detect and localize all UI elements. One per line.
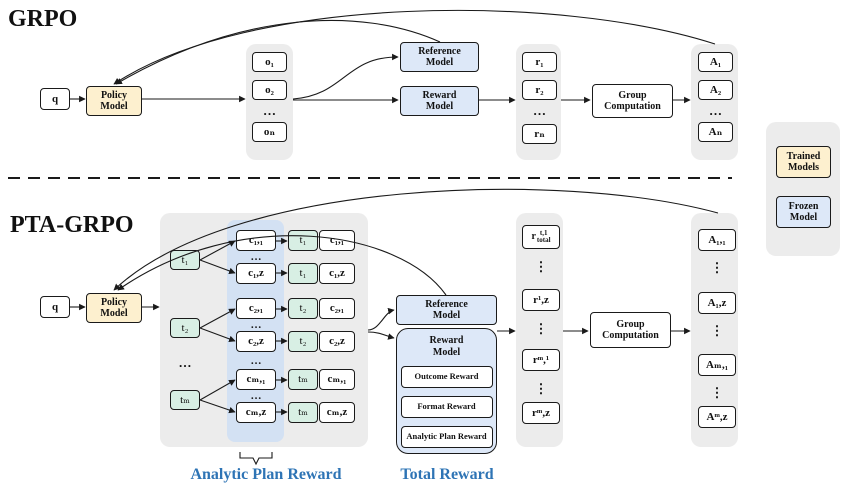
pta-edge-rollouts-reward <box>367 331 395 340</box>
pta-advantage-amz: Aᵐ,z <box>698 406 736 428</box>
pta-pair-c21: c₂,₁ <box>319 298 355 319</box>
pta-analytic-plan-reward: Analytic Plan Reward <box>400 426 493 448</box>
pta-group-computation: Group Computation <box>590 312 671 348</box>
pta-pair-t2-a: t₂ <box>288 298 318 319</box>
pta-plan-tm: tₘ <box>170 390 200 410</box>
pta-edge-advantages-policy <box>113 188 719 291</box>
pta-outcome-reward: Outcome Reward <box>400 366 493 388</box>
pta-advantage-a11: A₁,₁ <box>698 229 736 251</box>
grpo-output-o1: o₁ <box>252 52 287 72</box>
pta-pair-tm-b: tₘ <box>288 402 318 423</box>
grpo-policy-model: Policy Model <box>86 86 142 116</box>
pta-completion-ellipsis-1: … <box>250 250 262 263</box>
grpo-advantage-an: Aₙ <box>698 122 733 142</box>
pta-completion-ellipsis-mid: … <box>250 354 262 367</box>
pta-edge-tm-cmz <box>199 399 236 414</box>
pta-pair-t2-b: t₂ <box>288 331 318 352</box>
grpo-query-label: q <box>51 92 59 105</box>
pta-query-node: q <box>40 296 70 318</box>
grpo-advantage-a2: A₂ <box>698 80 733 100</box>
pta-reward-dots-3: ⋮ <box>534 380 548 396</box>
grpo-query-node: q <box>40 88 70 110</box>
pta-completion-c21: c₂,₁ <box>236 298 276 319</box>
pta-pair-cmz: cₘ,z <box>319 402 355 423</box>
pta-completion-ellipsis-3: … <box>250 389 262 402</box>
pta-edge-t1-c11 <box>199 240 236 261</box>
pta-advantage-a1z: A₁,z <box>698 292 736 314</box>
grpo-reward-model: Reward Model <box>400 86 479 116</box>
pta-policy-model: Policy Model <box>86 293 142 323</box>
grpo-advantage-a1: A₁ <box>698 52 733 72</box>
grpo-output-on: oₙ <box>252 122 287 142</box>
pta-completion-ellipsis-2: … <box>250 318 262 331</box>
pta-pair-t1-b: t₁ <box>288 263 318 284</box>
pta-plan-t2: t₂ <box>170 318 200 338</box>
legend-trained-models: Trained Models <box>776 146 831 178</box>
pta-completion-cm1: cₘ,₁ <box>236 369 276 390</box>
pta-plan-t1: t₁ <box>170 250 200 270</box>
pta-reward-dots-1: ⋮ <box>534 258 548 274</box>
pta-advantage-dots-3: ⋮ <box>710 384 724 400</box>
grpo-reward-ellipsis: … <box>533 102 546 118</box>
pta-edge-t2-c21 <box>199 308 236 329</box>
pta-completion-c1z: c₁,z <box>236 263 276 284</box>
pta-pair-cm1: cₘ,₁ <box>319 369 355 390</box>
grpo-edge-advantages-policy <box>113 9 716 85</box>
analytic-plan-brace <box>239 452 273 466</box>
pta-advantage-dots-1: ⋮ <box>710 259 724 275</box>
pta-reward-model: Reward Model Outcome Reward Format Rewar… <box>396 328 497 454</box>
pta-reward-model-label: Reward Model <box>429 335 464 358</box>
pta-completion-cmz: cₘ,z <box>236 402 276 423</box>
pta-pair-c11: c₁,₁ <box>319 230 355 251</box>
pta-plan-ellipsis: … <box>178 354 192 370</box>
pta-pair-c1z: c₁,z <box>319 263 355 284</box>
caption-total-reward: Total Reward <box>400 466 494 483</box>
grpo-reward-rn: rₙ <box>522 124 557 144</box>
pta-advantage-am1: Aₘ,₁ <box>698 354 736 376</box>
grpo-title: GRPO <box>8 6 78 32</box>
grpo-advantage-ellipsis: … <box>709 102 722 118</box>
pta-edge-t1-c1z <box>199 259 236 275</box>
grpo-edge-outputs-reference <box>292 53 399 100</box>
grpo-reward-r2: r₂ <box>522 80 557 100</box>
caption-analytic-plan-reward: Analytic Plan Reward <box>190 466 342 483</box>
pta-reward-rm1: rᵐ,¹ <box>522 349 560 371</box>
pta-edge-tm-cm1 <box>199 379 236 401</box>
pta-advantage-dots-2: ⋮ <box>710 322 724 338</box>
grpo-output-ellipsis: … <box>263 102 276 118</box>
pta-pair-tm-a: tₘ <box>288 369 318 390</box>
pta-completion-c2z: c₂,z <box>236 331 276 352</box>
pta-reward-dots-2: ⋮ <box>534 320 548 336</box>
grpo-reference-model: Reference Model <box>400 42 479 72</box>
pta-edge-rollouts-reference <box>367 307 395 331</box>
pta-edge-t2-c2z <box>199 327 236 343</box>
legend-panel <box>766 122 840 256</box>
pta-pair-c2z: c₂,z <box>319 331 355 352</box>
pta-edge-reference-policy <box>117 235 447 296</box>
pta-grpo-title: PTA-GRPO <box>10 212 134 238</box>
pta-reward-r1z: r¹,z <box>522 289 560 311</box>
grpo-group-computation: Group Computation <box>592 84 673 118</box>
grpo-output-o2: o₂ <box>252 80 287 100</box>
legend-frozen-model: Frozen Model <box>776 196 831 228</box>
pta-format-reward: Format Reward <box>400 396 493 418</box>
pta-reference-model: Reference Model <box>396 295 497 325</box>
grpo-edge-reference-policy <box>115 19 441 85</box>
grpo-reward-r1: r₁ <box>522 52 557 72</box>
pta-reward-rmz: rᵐ,z <box>522 402 560 424</box>
